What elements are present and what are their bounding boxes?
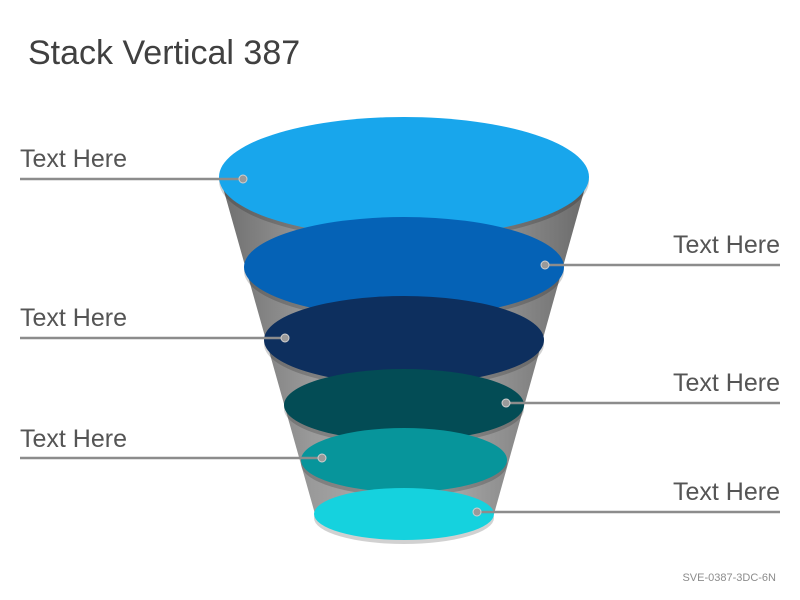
level-1-disc bbox=[219, 117, 589, 237]
level-4-connector-dot bbox=[501, 398, 511, 408]
level-2-disc bbox=[244, 217, 564, 317]
level-2-connector-dot bbox=[540, 260, 550, 270]
level-5-label: Text Here bbox=[20, 425, 127, 453]
level-3-label: Text Here bbox=[20, 304, 127, 332]
level-5-connector-dot bbox=[317, 453, 327, 463]
level-5-disc bbox=[301, 428, 507, 492]
level-2-label: Text Here bbox=[673, 231, 780, 259]
level-3-disc bbox=[264, 296, 544, 384]
level-1-connector-dot bbox=[238, 174, 248, 184]
level-1-label: Text Here bbox=[20, 145, 127, 173]
level-4-label: Text Here bbox=[673, 369, 780, 397]
level-3-connector-dot bbox=[280, 333, 290, 343]
page-title: Stack Vertical 387 bbox=[28, 34, 301, 72]
level-6-connector-dot bbox=[472, 507, 482, 517]
level-6-disc bbox=[314, 488, 494, 540]
level-4-disc bbox=[284, 369, 524, 441]
level-6-label: Text Here bbox=[673, 478, 780, 506]
slide-code: SVE-0387-3DC-6N bbox=[682, 572, 776, 584]
